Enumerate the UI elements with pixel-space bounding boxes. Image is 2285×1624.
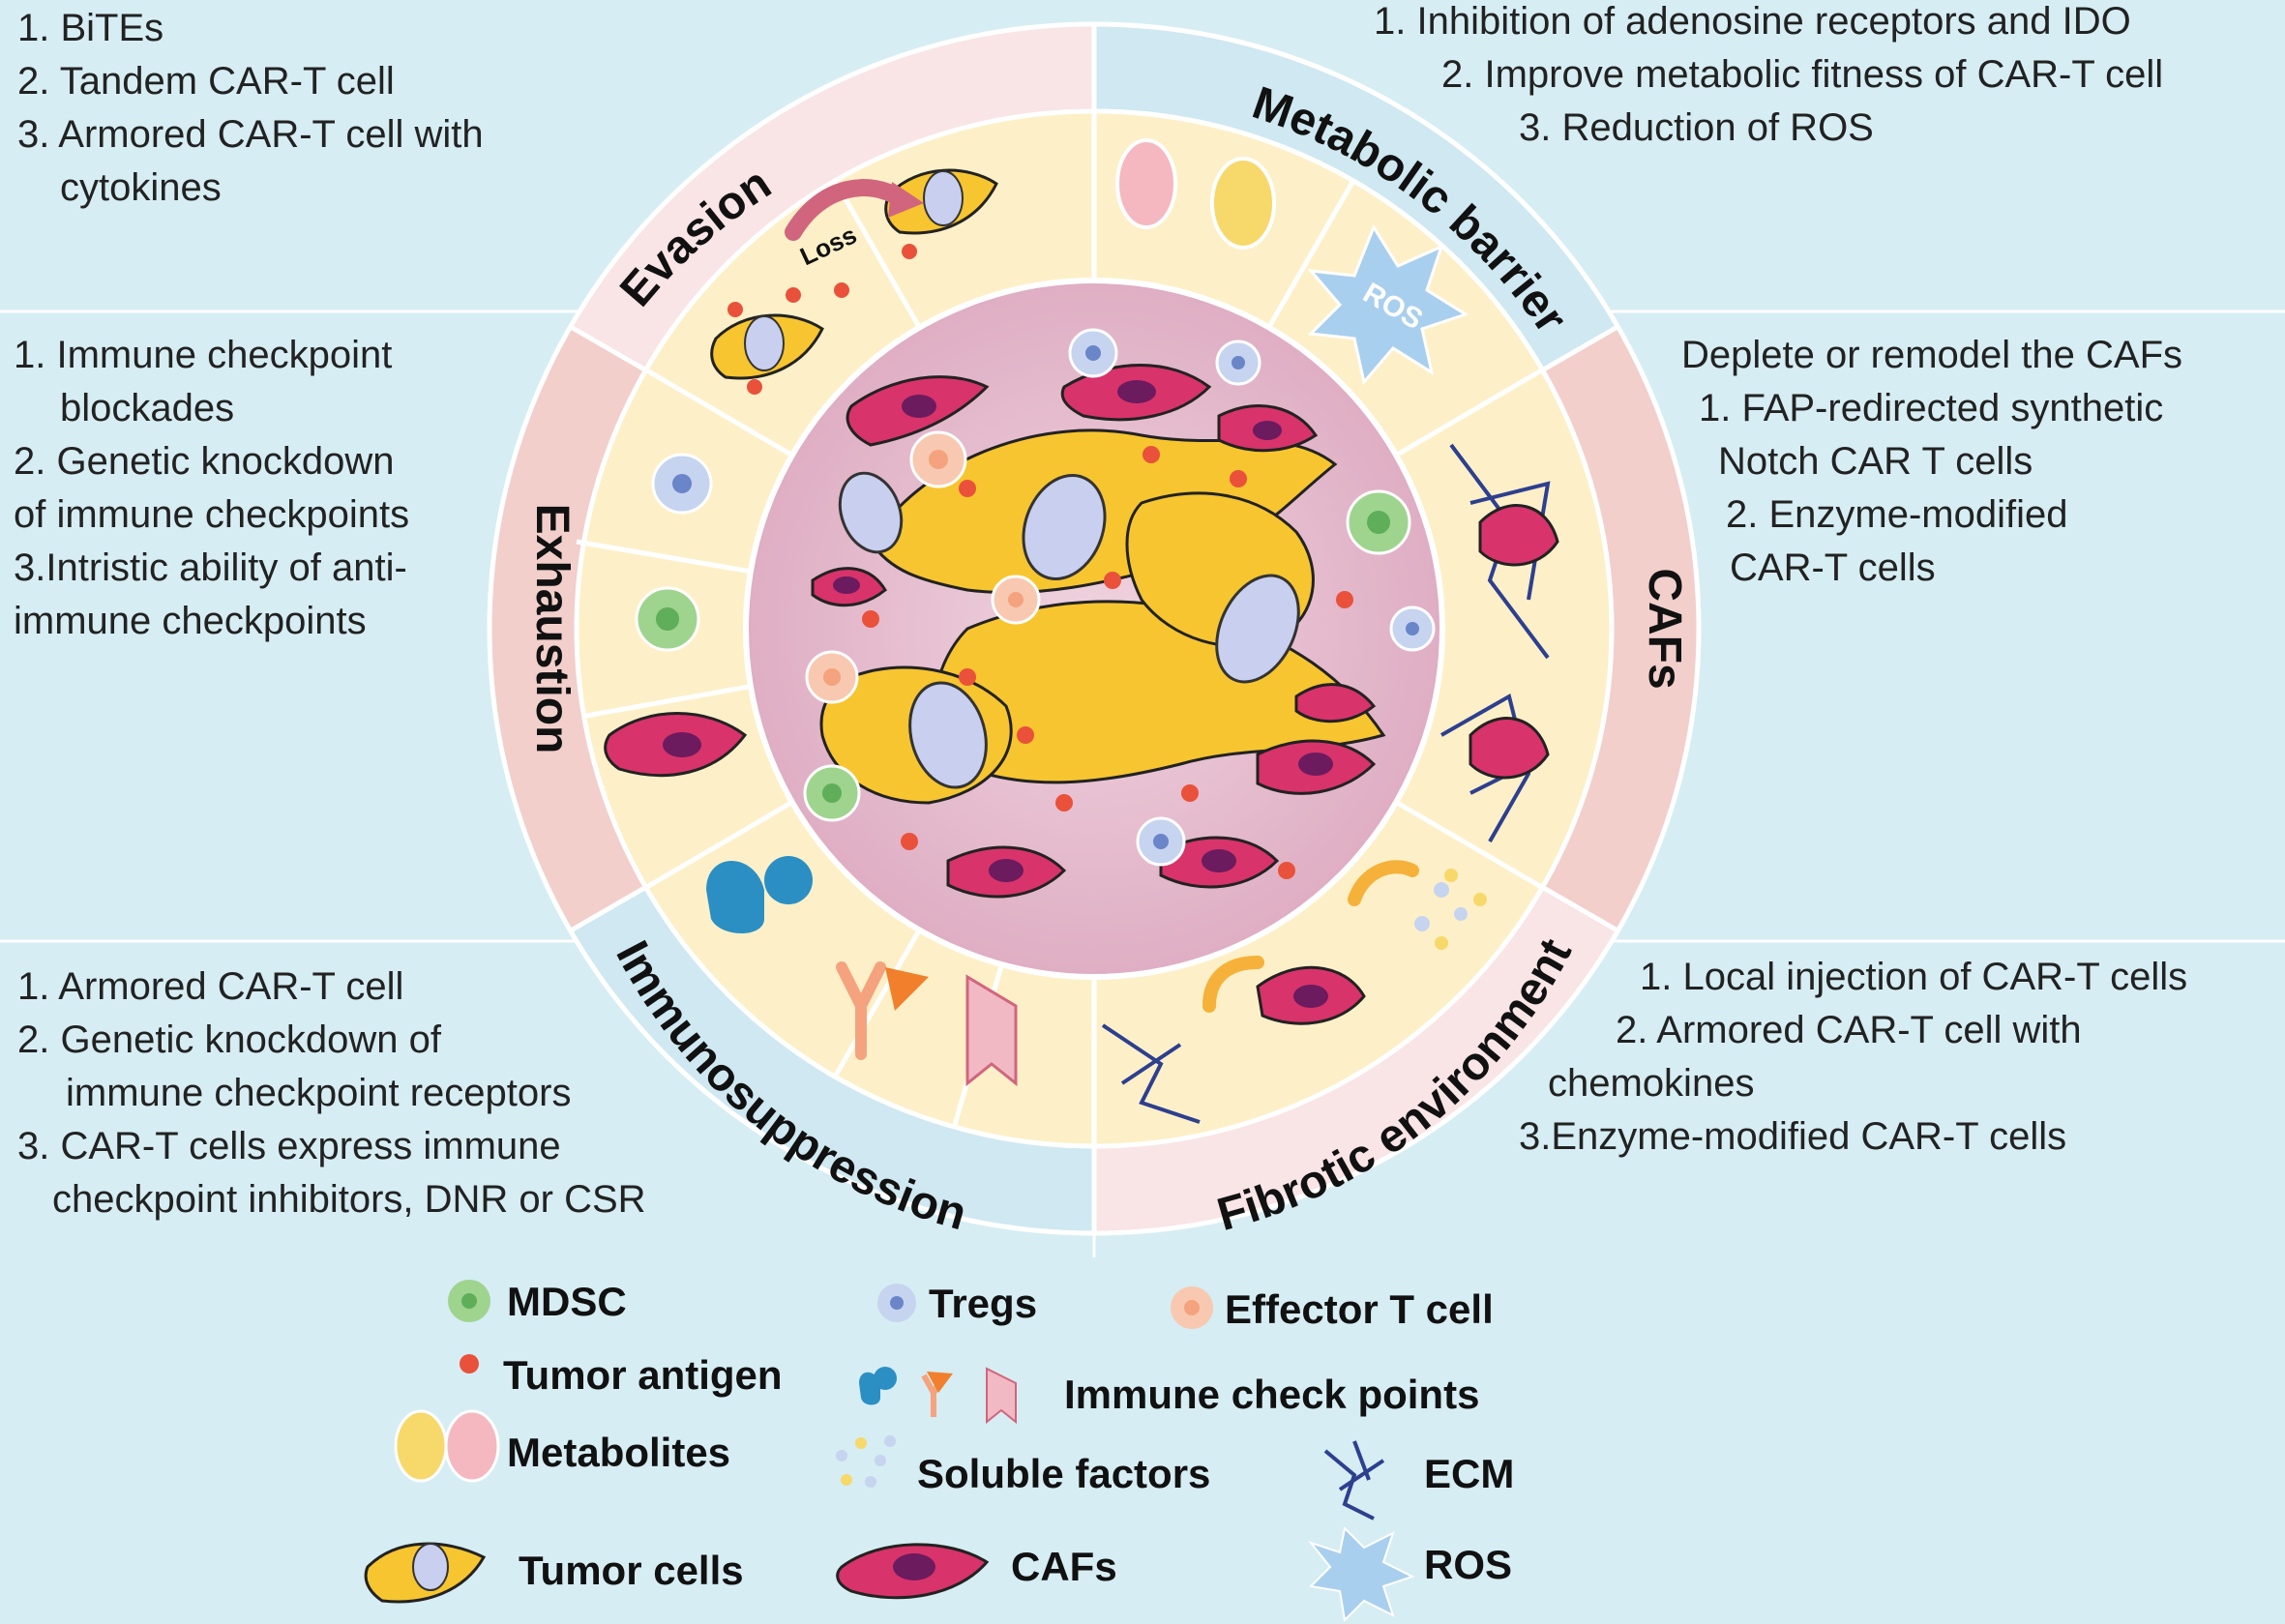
panel-line: 3. Armored CAR-T cell with (17, 113, 484, 156)
legend-soluble-factors-label: Soluble factors (917, 1451, 1210, 1496)
panel-line: 1. FAP-redirected synthetic (1699, 387, 2164, 429)
evasion-tumor-cells (710, 168, 998, 395)
legend-immune-checkpoint-icons (859, 1367, 1017, 1425)
panel-bottom-right: 1. Local injection of CAR-T cells 2. Arm… (1519, 951, 2188, 1164)
panel-line: 2. Tandem CAR-T cell (17, 60, 395, 103)
immunosuppression-decorations (706, 856, 1018, 1087)
cafs-decorations (1346, 443, 1559, 842)
legend-tregs-label: Tregs (929, 1281, 1037, 1326)
panel-line: 1. Local injection of CAR-T cells (1640, 956, 2188, 998)
tumor-core (743, 278, 1445, 980)
panel-line: immune checkpoint receptors (66, 1072, 572, 1114)
legend-metabolites-icon (394, 1409, 500, 1483)
legend-soluble-factors-icon (836, 1435, 896, 1488)
legend-tumor-cell-icon (364, 1542, 487, 1604)
ring-label-exhaustion: Exhaustion (526, 504, 578, 754)
panel-line: 3.Enzyme-modified CAR-T cells (1519, 1115, 2067, 1158)
metabolic-decorations (1115, 138, 1469, 386)
panel-line: 2. Genetic knockdown (14, 440, 395, 483)
panel-line: 2. Genetic knockdown of (17, 1019, 442, 1061)
legend-ecm-icon (1323, 1440, 1385, 1521)
panel-line: immune checkpoints (14, 600, 367, 642)
panel-line: 1. Inhibition of adenosine receptors and… (1374, 0, 2131, 43)
legend-caf-icon (836, 1543, 990, 1600)
panel-line: 1. BiTEs (17, 7, 164, 49)
legend-tumor-antigen-icon (460, 1354, 479, 1373)
panel-line: 1. Immune checkpoint (14, 334, 393, 376)
panel-line: 3. Reduction of ROS (1519, 106, 1874, 149)
legend-ecm-label: ECM (1424, 1451, 1514, 1496)
legend-ros-icon (1308, 1525, 1415, 1623)
panel-top-left: 1. BiTEs 2. Tandem CAR-T cell 3. Armored… (17, 2, 484, 215)
panel-bottom-left: 1. Armored CAR-T cell 2. Genetic knockdo… (17, 960, 646, 1226)
legend-cafs-label: CAFs (1011, 1544, 1117, 1589)
exhaustion-decorations (604, 453, 748, 778)
panel-line: 1. Armored CAR-T cell (17, 965, 404, 1008)
legend-mdsc-label: MDSC (507, 1279, 627, 1324)
legend-metabolites-label: Metabolites (507, 1430, 730, 1475)
legend-tumor-antigen-label: Tumor antigen (503, 1352, 783, 1398)
panel-middle-left: 1. Immune checkpoint blockades 2. Geneti… (14, 329, 409, 648)
panel-line: CAR-T cells (1730, 546, 1936, 589)
panel-line: Notch CAR T cells (1718, 440, 2033, 483)
panel-line: 2. Improve metabolic fitness of CAR-T ce… (1441, 53, 2164, 96)
legend-immune-checkpoints-label: Immune check points (1064, 1372, 1479, 1417)
panel-line: 2. Armored CAR-T cell with (1616, 1009, 2082, 1051)
panel-line: blockades (60, 387, 235, 429)
fibrotic-decorations (1101, 860, 1487, 1124)
panel-line: chemokines (1548, 1062, 1755, 1105)
panel-middle-right: Deplete or remodel the CAFs 1. FAP-redir… (1681, 329, 2182, 595)
legend-icons (364, 1280, 1415, 1623)
panel-line: 2. Enzyme-modified (1726, 493, 2068, 536)
ros-starburst (1307, 223, 1469, 386)
panel-top-right: 1. Inhibition of adenosine receptors and… (1374, 0, 2163, 155)
legend-ros-label: ROS (1424, 1542, 1512, 1587)
panel-line: Deplete or remodel the CAFs (1681, 334, 2183, 376)
panel-line: cytokines (60, 166, 222, 209)
panel-line: 3.Intristic ability of anti- (14, 546, 407, 589)
panel-line: of immune checkpoints (14, 493, 410, 536)
legend-tumor-cells-label: Tumor cells (519, 1548, 744, 1593)
ring-label-cafs: CAFs (1639, 568, 1690, 689)
legend-effector-t-label: Effector T cell (1225, 1286, 1494, 1332)
panel-line: 3. CAR-T cells express immune (17, 1125, 561, 1167)
panel-line: checkpoint inhibitors, DNR or CSR (52, 1178, 646, 1221)
